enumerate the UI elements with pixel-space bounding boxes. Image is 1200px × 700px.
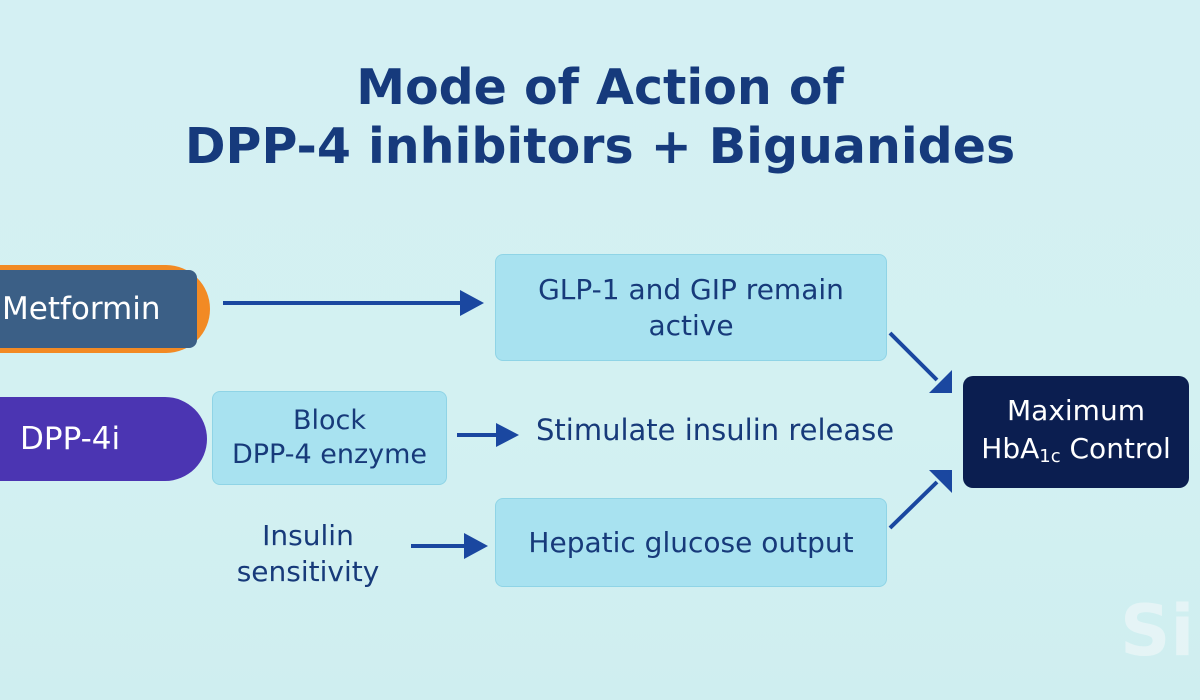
maximum-line-1: Maximum [1007,394,1145,427]
title-line-2: DPP-4 inhibitors + Biguanides [184,118,1016,175]
maximum-control-box: Maximum HbA1c Control [963,376,1189,488]
hba-subscript: 1c [1039,446,1061,467]
arrowhead-glp-to-max [929,370,952,393]
title-line-1: Mode of Action of [356,59,844,116]
insulin-line-1: Insulin [262,519,354,552]
glp-line-2: active [648,308,734,342]
insulin-line-2: sensitivity [236,555,380,588]
control-text: Control [1060,432,1171,465]
arrowhead-hepatic-to-max [929,470,952,493]
hba-text: HbA [981,432,1040,465]
arrow-glp-to-max [888,331,939,382]
maximum-line-2: HbA1c Control [981,430,1170,472]
stimulate-insulin-text: Stimulate insulin release [536,413,895,447]
glp-line-1: GLP-1 and GIP remain [538,272,844,306]
metformin-node: Metformin [0,270,197,348]
hepatic-glucose-box: Hepatic glucose output [495,498,887,587]
dpp4i-node: DPP-4i [0,397,207,481]
arrowhead-block-to-stimulate [496,423,519,447]
arrow-hepatic-to-max [888,480,939,530]
arrowhead-insulin-to-hepatic [464,533,488,559]
hepatic-text: Hepatic glucose output [528,525,854,559]
block-line-2: DPP-4 enzyme [231,439,428,470]
watermark-logo: Si [1120,590,1195,672]
arrowhead-metformin-to-glp [460,290,484,316]
block-line-1: Block [292,405,367,436]
insulin-sensitivity-text: Insulin sensitivity [218,518,398,590]
block-dpp4-box: Block DPP-4 enzyme [212,391,447,485]
glp-gip-active-box: GLP-1 and GIP remain active [495,254,887,361]
